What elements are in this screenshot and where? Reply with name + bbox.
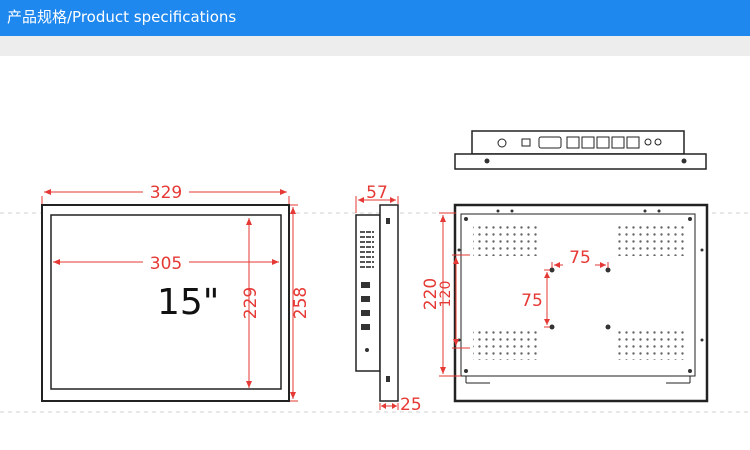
dimension-inner-height: 229	[241, 287, 261, 319]
vent-grid-top-left	[473, 223, 540, 256]
vent-grid-bottom-right	[618, 327, 685, 360]
front-view: 15" 329 305 229	[41, 180, 311, 402]
dimension-depth: 57	[366, 183, 388, 203]
rear-view: 75 75 220 120	[421, 203, 709, 403]
vent-grid-top-right	[618, 223, 685, 256]
page-title: 产品规格/Product specifications	[7, 8, 237, 26]
screen-size-label: 15"	[157, 282, 219, 323]
side-view: 57 25	[355, 183, 422, 415]
dimension-outer-height: 258	[291, 287, 311, 319]
dimension-outer-width: 329	[150, 183, 182, 203]
dimension-vesa-vertical: 75	[521, 291, 543, 311]
top-bezel	[454, 153, 707, 170]
dimension-vesa-horizontal: 75	[569, 248, 591, 268]
side-vent	[360, 228, 374, 270]
dimension-mount-inner-height: 120	[438, 281, 454, 308]
dimension-bezel: 25	[400, 395, 422, 415]
subheader-strip	[0, 36, 750, 56]
header-bar: 产品规格/Product specifications	[0, 0, 750, 36]
dimension-mount-height: 220	[421, 278, 441, 310]
vent-grid-bottom-left	[473, 327, 540, 360]
side-bezel	[379, 204, 399, 402]
dimension-inner-width: 305	[150, 254, 182, 274]
front-screen	[50, 214, 282, 390]
top-view	[454, 130, 707, 170]
